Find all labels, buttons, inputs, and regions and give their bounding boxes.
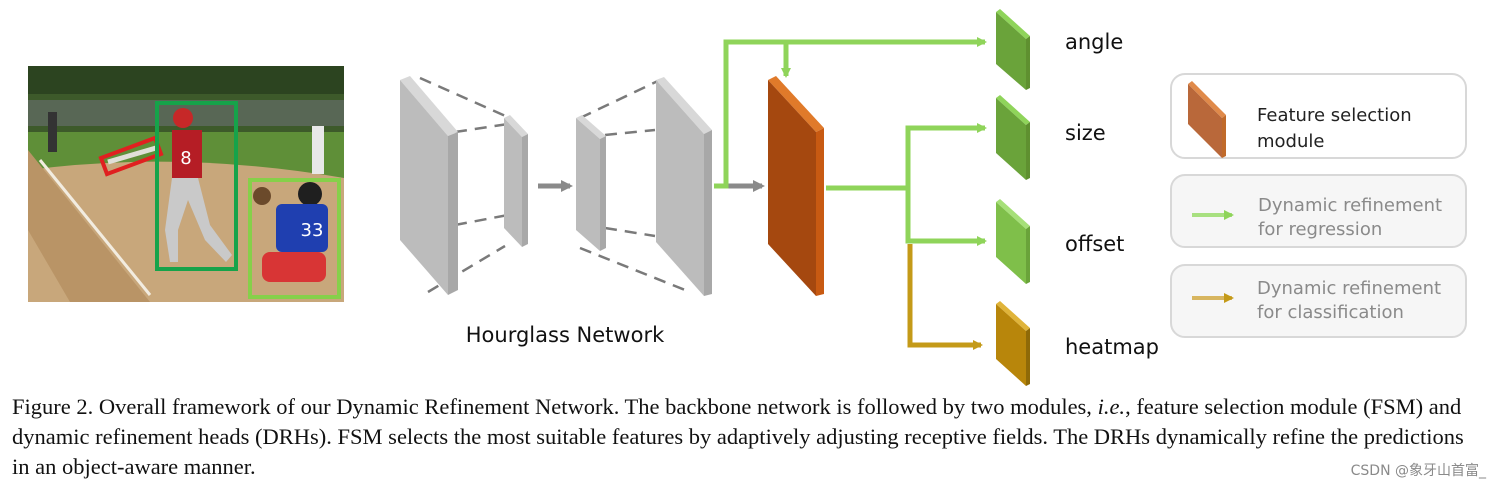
regression-flow: [714, 37, 987, 246]
encoder-block-small: [504, 115, 528, 247]
feature-selection-module: [768, 76, 824, 296]
legend-fsm: Feature selection module: [1170, 73, 1467, 159]
output-label-size: size: [1065, 121, 1106, 145]
legend-reg-line2: for regression: [1258, 219, 1382, 240]
caption-part1: Figure 2. Overall framework of our Dynam…: [12, 394, 1098, 419]
legend-cls-line1: Dynamic refinement: [1257, 278, 1441, 299]
watermark: CSDN @象牙山首富_: [1350, 463, 1486, 479]
encoder-block-large: [400, 76, 458, 295]
head-size: [996, 95, 1030, 180]
catcher-bounding-box: [248, 178, 341, 299]
output-label-heatmap: heatmap: [1065, 335, 1159, 359]
catcher-figure: 33: [253, 182, 328, 282]
legend-fsm-line1: Feature selection: [1257, 105, 1412, 126]
catcher-number: 33: [301, 220, 324, 241]
legend-fsm-line2: module: [1257, 131, 1324, 152]
legend-reg-line1: Dynamic refinement: [1258, 195, 1442, 216]
decoder-block-small: [576, 115, 606, 251]
head-angle: [996, 9, 1030, 90]
legend: Feature selection module Dynamic refinem…: [1170, 73, 1467, 338]
legend-classification: Dynamic refinement for classification: [1170, 264, 1467, 338]
legend-regression: Dynamic refinement for regression: [1170, 174, 1467, 248]
bat-bounding-box: [98, 135, 164, 177]
head-heatmap: [996, 301, 1030, 386]
batter-bounding-box: [155, 101, 238, 271]
batter-figure: 8: [165, 108, 232, 262]
framework-diagram: 8 33: [28, 9, 1467, 386]
decoder-block-large: [656, 77, 712, 296]
output-label-angle: angle: [1065, 30, 1123, 54]
arrow-to-angle: [714, 37, 987, 189]
hourglass-network-label: Hourglass Network: [466, 323, 665, 347]
background-person: [312, 126, 324, 174]
head-offset: [996, 199, 1030, 284]
background-person: [48, 112, 57, 152]
caption-part2: , feature selection module (FSM) and dyn…: [12, 394, 1464, 479]
output-label-offset: offset: [1065, 232, 1124, 256]
arrow-to-heatmap: [907, 244, 983, 350]
arrow-to-size: [905, 123, 987, 188]
caption-ie: i.e.: [1097, 394, 1126, 419]
legend-cls-line2: for classification: [1257, 302, 1404, 323]
bat: [98, 135, 164, 177]
hourglass-network: Hourglass Network: [400, 76, 765, 347]
arrow-to-offset: [905, 188, 987, 246]
batter-number: 8: [180, 148, 191, 169]
input-image: 8 33: [28, 66, 344, 302]
figure-caption: Figure 2. Overall framework of our Dynam…: [12, 392, 1484, 482]
